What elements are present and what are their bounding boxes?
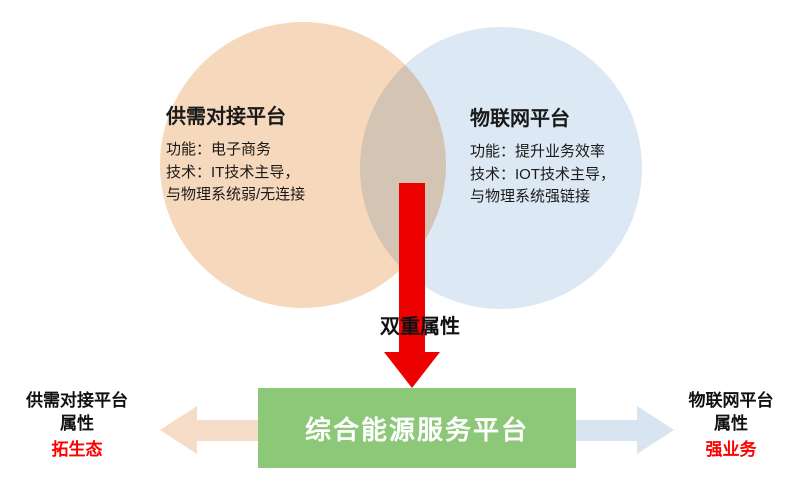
- integrated-energy-platform-box: 综合能源服务平台: [258, 388, 576, 468]
- iot-function-line: 功能：提升业务效率: [470, 143, 606, 160]
- iot-attribute-line1: 物联网平台: [688, 391, 774, 410]
- integrated-energy-platform-label: 综合能源服务平台: [304, 414, 529, 445]
- iot-tech-line: 技术：IOT技术主导，: [470, 165, 615, 183]
- supply-demand-circle-text: 供需对接平台 功能：电子商务 技术：IT技术主导， 与物理系统弱/无连接: [166, 100, 356, 207]
- supply-demand-tech-line2: 与物理系统弱/无连接: [166, 186, 306, 203]
- dual-attribute-label: 双重属性: [380, 316, 460, 338]
- iot-attribute-line2: 属性: [714, 413, 748, 433]
- supply-demand-attribute-highlight: 拓生态: [51, 439, 103, 459]
- supply-demand-attribute-line1: 供需对接平台: [26, 391, 128, 410]
- supply-demand-circle-title: 供需对接平台: [166, 106, 286, 128]
- supply-demand-attribute-line2: 属性: [60, 413, 94, 433]
- iot-attribute-label: 物联网平台 属性 强业务: [664, 390, 798, 462]
- supply-demand-function-line: 功能：电子商务: [166, 141, 272, 158]
- supply-demand-tech-line: 技术：IT技术主导，: [166, 163, 300, 181]
- iot-attribute-highlight: 强业务: [705, 439, 757, 459]
- supply-demand-attribute-label: 供需对接平台 属性 拓生态: [6, 390, 148, 462]
- iot-circle-text: 物联网平台 功能：提升业务效率 技术：IOT技术主导， 与物理系统强链接: [470, 102, 670, 209]
- iot-circle-title: 物联网平台: [470, 108, 570, 130]
- iot-tech-line2: 与物理系统强链接: [470, 188, 591, 205]
